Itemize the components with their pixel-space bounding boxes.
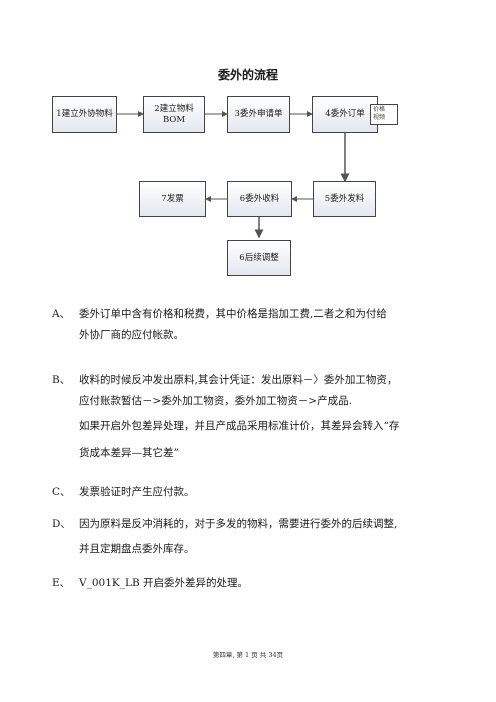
flow-note-price: 价格 视频 [370, 104, 398, 125]
flow-box-followup-adjust: 6后续调整 [227, 240, 291, 276]
item-d: D、因为原料是反冲消耗的，对于多发的物料，需要进行委外的后续调整, 并且定期盘点… [52, 518, 398, 555]
item-a: A、委外订单中含有价格和税费，其中价格是指加工费,二者之和为付给 外协厂商的应付… [52, 308, 387, 341]
flow-box-outsource-receipt: 6委外收料 [227, 181, 292, 217]
flow-box-outsource-request: 3委外申请单 [227, 96, 290, 133]
page-title: 委外的流程 [217, 68, 278, 82]
flow-box-outsource-order: 4委外订单 [312, 96, 378, 133]
item-e: E、V_001K_LB 开启委外差异的处理。 [52, 577, 248, 589]
flow-box-outsource-issue: 5委外发料 [313, 181, 376, 217]
flow-box-create-material: 1建立外协物料 [52, 96, 117, 133]
item-b: B、收料的时候反冲发出原料,其会计凭证：发出原料－〉委外加工物资， 应付账款暂估… [52, 374, 400, 459]
item-c: C、发票验证时产生应付款。 [52, 486, 195, 498]
flow-box-invoice: 7发票 [139, 181, 206, 217]
page-footer: 第四章, 第 1 页 共 34页 [212, 651, 284, 659]
